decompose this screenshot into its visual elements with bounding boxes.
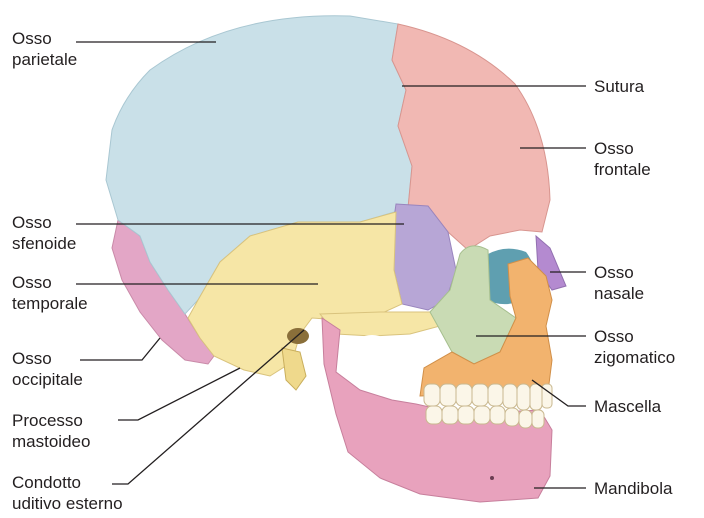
label-line: Osso [12, 348, 83, 369]
mastoid-process [282, 348, 306, 390]
label-mascella: Mascella [594, 396, 661, 417]
label-line: nasale [594, 283, 644, 304]
label-line: Mandibola [594, 478, 672, 499]
label-line: Condotto [12, 472, 123, 493]
label-processo-mastoideo: Processo mastoideo [12, 410, 90, 452]
lower-tooth [458, 406, 474, 424]
label-line: frontale [594, 159, 651, 180]
label-osso-zigomatico: Osso zigomatico [594, 326, 675, 368]
upper-tooth [503, 384, 517, 408]
label-sutura: Sutura [594, 76, 644, 97]
label-osso-parietale: Osso parietale [12, 28, 77, 70]
label-osso-frontale: Osso frontale [594, 138, 651, 180]
label-line: Osso [12, 28, 77, 49]
leader-occipitale [80, 338, 160, 360]
label-line: zigomatico [594, 347, 675, 368]
lower-tooth [519, 410, 532, 428]
label-line: Sutura [594, 76, 644, 97]
lower-tooth [474, 406, 490, 424]
upper-tooth [440, 384, 456, 406]
label-line: Osso [12, 212, 76, 233]
upper-tooth [488, 384, 503, 406]
label-mandibola: Mandibola [594, 478, 672, 499]
label-osso-sfenoide: Osso sfenoide [12, 212, 76, 254]
label-line: temporale [12, 293, 88, 314]
upper-tooth [456, 384, 472, 406]
label-line: parietale [12, 49, 77, 70]
lower-tooth [442, 406, 458, 424]
upper-tooth [424, 384, 440, 406]
lower-tooth [532, 410, 544, 428]
label-line: mastoideo [12, 431, 90, 452]
lower-tooth [490, 406, 505, 424]
lower-tooth [505, 408, 519, 426]
label-condotto-uditivo: Condotto uditivo esterno [12, 472, 123, 514]
label-line: uditivo esterno [12, 493, 123, 514]
label-line: sfenoide [12, 233, 76, 254]
mental-foramen [490, 476, 494, 480]
lower-tooth [426, 406, 442, 424]
leader-mastoideo [118, 368, 240, 420]
label-line: Osso [594, 262, 644, 283]
label-line: Osso [594, 326, 675, 347]
label-osso-nasale: Osso nasale [594, 262, 644, 304]
mandibular-notch [354, 335, 390, 357]
label-line: Processo [12, 410, 90, 431]
upper-tooth [517, 384, 530, 410]
label-line: Osso [12, 272, 88, 293]
upper-tooth [472, 384, 488, 406]
label-line: occipitale [12, 369, 83, 390]
label-line: Mascella [594, 396, 661, 417]
upper-tooth [530, 384, 542, 410]
label-line: Osso [594, 138, 651, 159]
label-osso-occipitale: Osso occipitale [12, 348, 83, 390]
teeth [424, 384, 552, 428]
label-osso-temporale: Osso temporale [12, 272, 88, 314]
